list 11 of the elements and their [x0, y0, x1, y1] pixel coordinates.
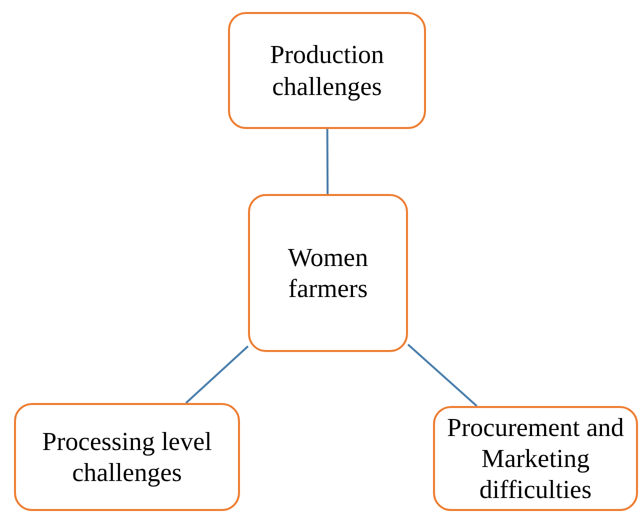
connector-line — [326, 129, 329, 194]
rounded-box — [228, 12, 426, 129]
box-label: Procurement and Marketing difficulties — [446, 412, 625, 506]
connector-line — [407, 344, 478, 407]
rounded-box — [433, 406, 638, 511]
box-label: Production challenges — [268, 39, 386, 102]
rounded-box — [248, 194, 408, 352]
box-label: Processing level challenges — [41, 426, 213, 488]
rounded-box — [14, 403, 240, 511]
connector-line — [185, 346, 249, 404]
box-label: Women farmers — [286, 242, 370, 304]
